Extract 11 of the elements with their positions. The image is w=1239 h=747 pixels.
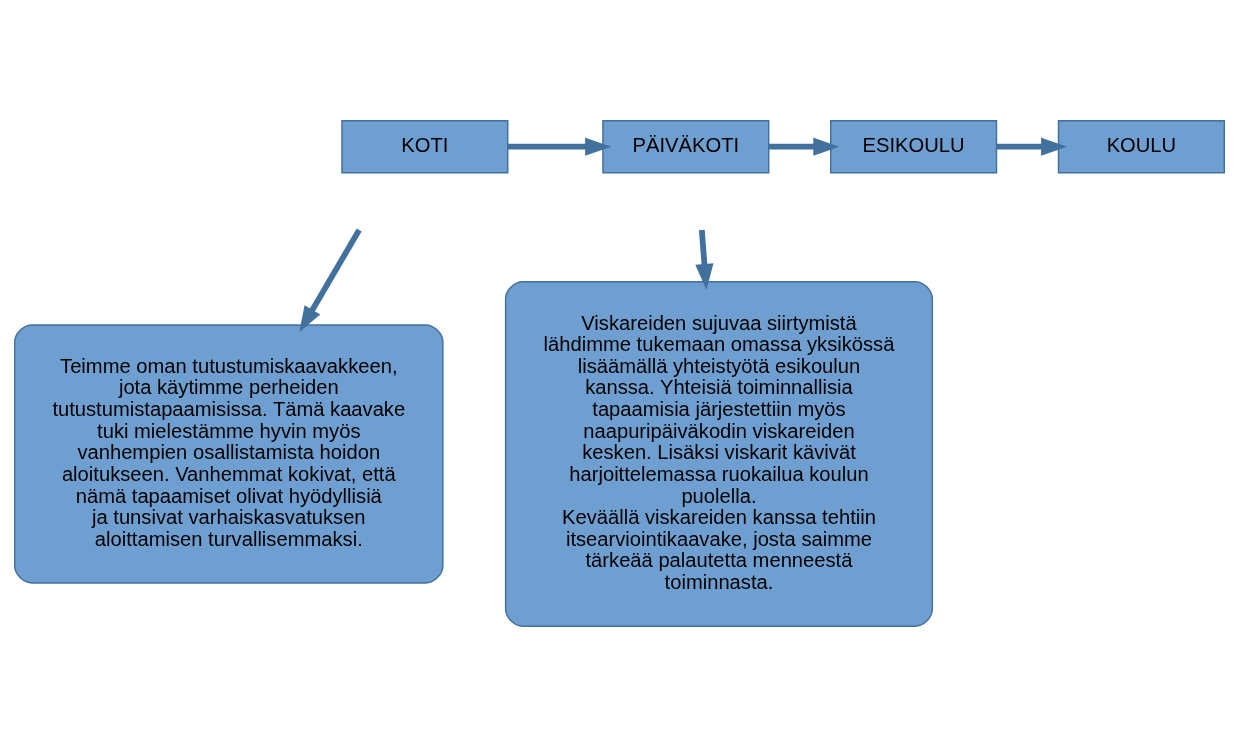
arrow: [695, 229, 714, 290]
node-box: PÄIVÄKOTI: [602, 120, 770, 174]
node-box: Teimme oman tutustumiskaavakkeen, jota käytimme perheiden tutustumistapaamisissa. Tämä kaavake tuki mielestämme hyvin myös vanhempien osallistamista hoidon aloitukseen. Vanhemmat kokivat, että nämä tapaamiset olivat hyödyllisiä ja tunsivat varhaiskasvatuksen aloittamisen turvallisemmaksi.: [13, 324, 444, 584]
node-box: KOULU: [1057, 120, 1225, 174]
arrow: [769, 137, 840, 156]
node-box: ESIKOULU: [830, 120, 998, 174]
node-box: Viskareiden sujuvaa siirtymistä lähdimme tukemaan omassa yksikössä lisäämällä yhteistyötä esikoulun kanssa. Yhteisiä toiminnallisia tapaamisia järjestettiin myös naapuripäiväkodin viskareiden kesken. Lisäksi viskarit kävivät harjoittelemassa ruokailua koulun puolella. Keväällä viskareiden kanssa tehtiin itsearviointikaavake, josta saimme tärkeää palautetta menneestä toiminnasta.: [504, 280, 934, 627]
arrow: [299, 228, 362, 333]
arrow: [507, 137, 612, 156]
node-box: KOTI: [341, 120, 509, 174]
arrow: [996, 137, 1068, 156]
